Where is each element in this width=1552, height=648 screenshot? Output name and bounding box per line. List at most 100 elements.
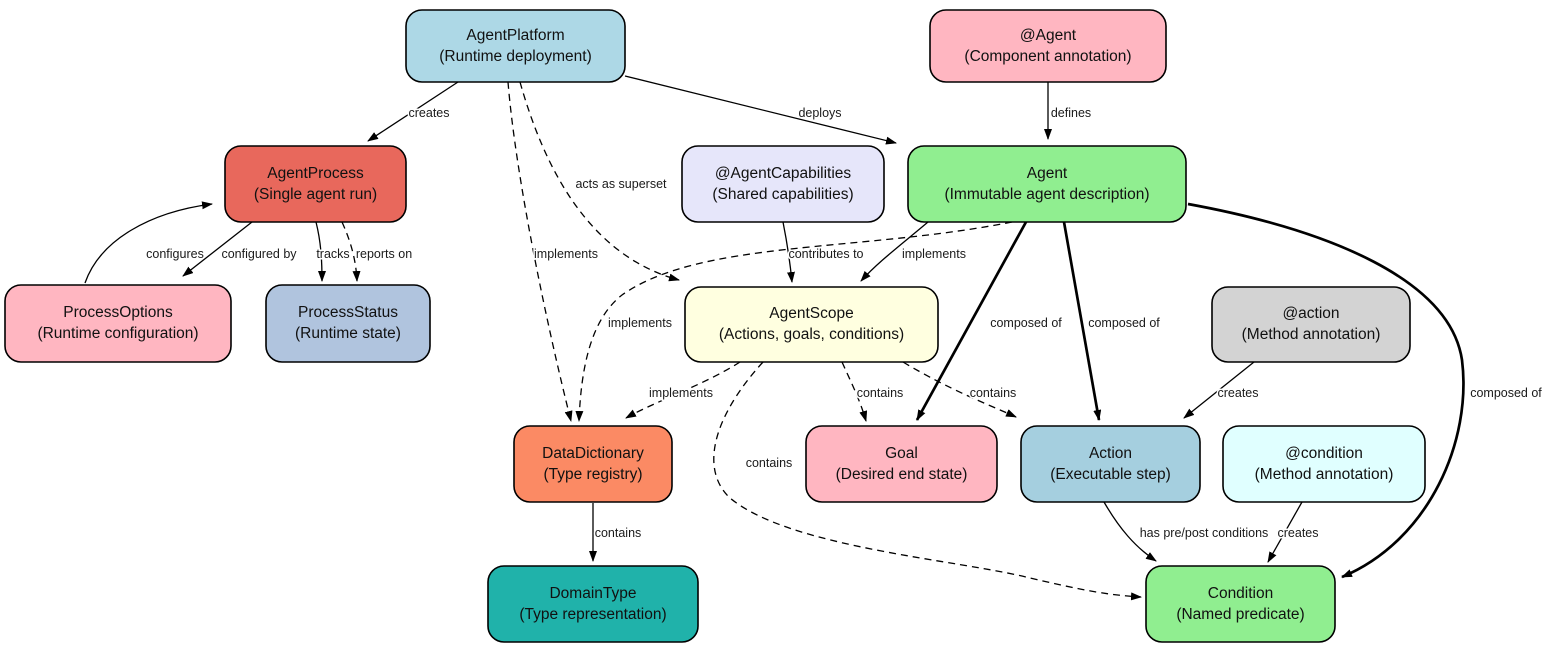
node-subtitle: (Runtime configuration) (37, 325, 198, 342)
node-subtitle: (Executable step) (1050, 466, 1171, 483)
node-box (1211, 286, 1411, 363)
node-box (4, 284, 232, 363)
edge-label: configured by (221, 247, 297, 261)
edge-platform-creates-process (367, 81, 459, 142)
edge-label: implements (649, 386, 713, 400)
node-process-status: ProcessStatus (Runtime state) (265, 284, 431, 363)
node-title: AgentProcess (267, 165, 364, 182)
node-subtitle: (Component annotation) (964, 48, 1131, 65)
node-subtitle: (Method annotation) (1242, 326, 1381, 343)
node-subtitle: (Named predicate) (1176, 606, 1304, 623)
edge-label: implements (534, 247, 598, 261)
edge-label: tracks (316, 247, 349, 261)
node-title: @AgentCapabilities (715, 165, 852, 182)
node-data-dictionary: DataDictionary (Type registry) (513, 425, 673, 503)
edge-process-configuredby-options (182, 221, 253, 277)
node-subtitle: (Runtime state) (295, 325, 401, 342)
edge-action-conditions-condition (1103, 501, 1157, 562)
edge-label: contains (970, 386, 1017, 400)
edge-label: creates (1278, 526, 1319, 540)
node-subtitle: (Actions, goals, conditions) (719, 326, 904, 343)
node-goal: Goal (Desired end state) (805, 425, 998, 503)
node-subtitle: (Method annotation) (1255, 466, 1394, 483)
node-box (513, 425, 673, 503)
node-box (907, 145, 1187, 223)
node-title: @condition (1285, 445, 1363, 462)
node-box (224, 145, 407, 223)
node-domain-type: DomainType (Type representation) (487, 565, 699, 643)
edge-scope-implements-datadictionary (625, 361, 741, 419)
edge-platform-implements-datadictionary (507, 81, 573, 422)
edge-label: reports on (356, 247, 412, 261)
node-box (1020, 425, 1201, 503)
edge-label: implements (608, 316, 672, 330)
node-box (681, 145, 885, 223)
node-subtitle: (Desired end state) (836, 466, 968, 483)
edge-label: contains (857, 386, 904, 400)
edge-agent-implements-scope (860, 221, 929, 282)
node-box (929, 9, 1167, 83)
edge-atcondition-creates-condition (1267, 501, 1303, 563)
node-box (1222, 425, 1426, 503)
edge-platform-superset-scope (519, 81, 680, 282)
node-condition: Condition (Named predicate) (1145, 565, 1336, 643)
node-box (487, 565, 699, 643)
edge-ataction-creates-action (1183, 361, 1255, 419)
edge-label: defines (1051, 106, 1091, 120)
node-subtitle: (Type registry) (543, 466, 642, 483)
edge-label: contains (746, 456, 793, 470)
edge-label: acts as superset (575, 177, 667, 191)
node-title: @Agent (1020, 27, 1077, 44)
node-agent-process: AgentProcess (Single agent run) (224, 145, 407, 223)
node-at-condition: @condition (Method annotation) (1222, 425, 1426, 503)
node-title: Goal (885, 445, 918, 462)
node-box (684, 286, 939, 363)
edge-label-layer: creates deploys defines configures confi… (145, 105, 1544, 542)
node-layer: AgentPlatform (Runtime deployment) @Agen… (4, 9, 1426, 643)
edge-label: creates (1218, 386, 1259, 400)
edge-label: creates (409, 106, 450, 120)
node-box (1145, 565, 1336, 643)
node-subtitle: (Shared capabilities) (712, 186, 853, 203)
edge-scope-contains-condition (713, 361, 1142, 601)
node-agent-scope: AgentScope (Actions, goals, conditions) (684, 286, 939, 363)
edge-process-reportson-status (341, 221, 361, 282)
node-action: Action (Executable step) (1020, 425, 1201, 503)
node-subtitle: (Immutable agent description) (944, 186, 1149, 203)
edge-layer (84, 75, 1465, 601)
node-at-agent-capabilities: @AgentCapabilities (Shared capabilities) (681, 145, 885, 223)
edge-label: composed of (1470, 386, 1542, 400)
node-at-agent: @Agent (Component annotation) (929, 9, 1167, 83)
edge-label: composed of (1088, 316, 1160, 330)
edge-label: contains (595, 526, 642, 540)
node-title: Agent (1027, 165, 1068, 182)
node-title: ProcessStatus (298, 304, 398, 321)
edge-label: composed of (990, 316, 1062, 330)
edge-agent-composedof-goal (915, 221, 1028, 421)
edge-label: deploys (798, 106, 841, 120)
edge-label: has pre/post conditions (1140, 526, 1269, 540)
node-title: @action (1282, 305, 1339, 322)
node-box (405, 9, 626, 83)
node-process-options: ProcessOptions (Runtime configuration) (4, 284, 232, 363)
edge-agent-composedof-condition (1187, 202, 1465, 579)
edge-scope-contains-goal (841, 361, 868, 422)
edge-platform-deploys-agent (624, 75, 897, 145)
node-box (805, 425, 998, 503)
edge-label: configures (146, 247, 204, 261)
edge-process-tracks-status (315, 221, 326, 282)
node-title: Action (1089, 445, 1132, 462)
node-title: Condition (1208, 585, 1274, 602)
node-agent-platform: AgentPlatform (Runtime deployment) (405, 9, 626, 83)
edge-label: implements (902, 247, 966, 261)
node-title: AgentScope (769, 305, 853, 322)
node-box (265, 284, 431, 363)
edge-agent-implements-datadictionary (575, 221, 1013, 422)
node-at-action: @action (Method annotation) (1211, 286, 1411, 363)
node-agent: Agent (Immutable agent description) (907, 145, 1187, 223)
edge-scope-contains-action (902, 361, 1017, 418)
edge-options-configures-process (84, 201, 213, 284)
node-subtitle: (Runtime deployment) (439, 48, 591, 65)
